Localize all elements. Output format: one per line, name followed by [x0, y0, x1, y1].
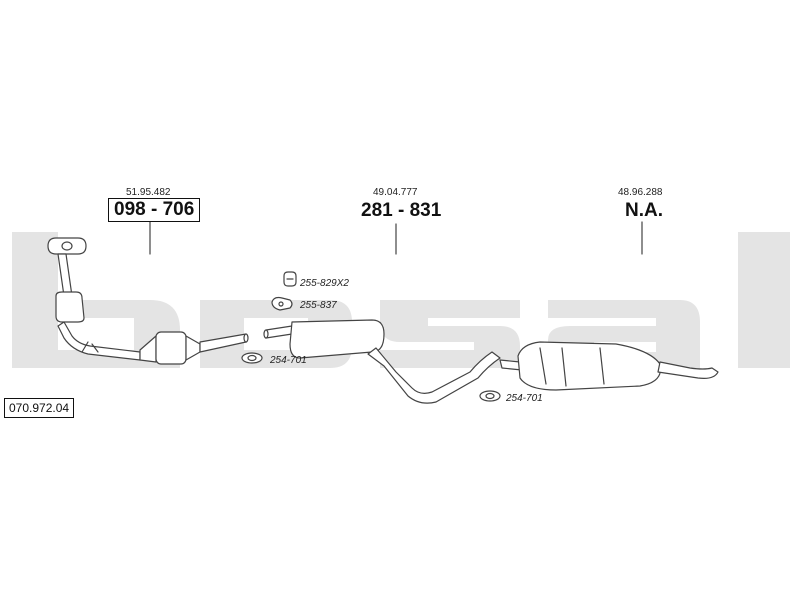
- part-number-2: 281 - 831: [361, 200, 442, 221]
- oe-number-1: 51.95.482: [126, 187, 171, 198]
- watermark-letter-s: [380, 300, 520, 368]
- part-number-3: N.A.: [625, 200, 663, 221]
- cat-body: [155, 331, 187, 365]
- watermark-letter-b: [12, 232, 180, 368]
- centre-silencer: [263, 319, 501, 404]
- part-number-1: 098 - 706: [108, 198, 201, 222]
- accessory-code-gasket-2: 254-701: [506, 393, 543, 404]
- oe-number-3: 48.96.288: [618, 187, 663, 198]
- centre-inlet-pipe: [265, 325, 293, 339]
- accessory-code-gasket-1: 254-701: [270, 355, 307, 366]
- centre-inlet-end: [263, 329, 269, 339]
- flange-hole: [61, 241, 73, 251]
- front-pipe-part: [47, 237, 141, 361]
- catalytic-converter: [139, 331, 249, 365]
- oe-number-2: 49.04.777: [373, 187, 418, 198]
- front-cat-body: [55, 291, 85, 323]
- rear-silencer: [499, 341, 719, 391]
- tail-pipe: [657, 361, 719, 379]
- front-pipe-hanger: [81, 341, 99, 353]
- centre-silencer-body: [289, 319, 385, 359]
- gasket-icon: [241, 352, 263, 364]
- centre-outlet-pipe: [367, 347, 501, 404]
- watermark-letter-l: [738, 232, 790, 368]
- gasket-icon: [479, 390, 501, 402]
- accessory-code-clamp: 255-829X2: [300, 278, 349, 289]
- rear-silencer-seam: [539, 347, 605, 387]
- diagram-id-box: 070.972.04: [4, 398, 75, 418]
- front-pipe-upper: [57, 253, 73, 297]
- mid-pipe-1: [199, 333, 247, 353]
- cat-cone-in: [139, 335, 157, 363]
- accessory-code-bracket: 255-837: [300, 300, 337, 311]
- clamp-icon: [283, 271, 297, 287]
- bracket-icon: [271, 296, 293, 311]
- front-pipe-bend: [57, 321, 141, 361]
- rear-silencer-body: [517, 341, 662, 391]
- pipe-end-1: [243, 333, 249, 343]
- cat-cone-out: [185, 335, 201, 361]
